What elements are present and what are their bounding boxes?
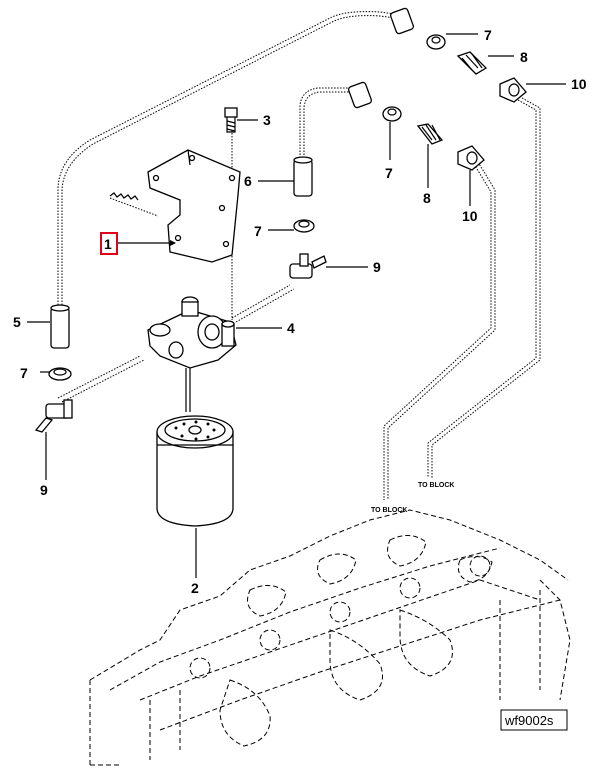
callout-8-upper[interactable]: 8 <box>423 190 431 206</box>
leader-lines <box>27 33 566 578</box>
figure-ref: wf9002s <box>504 713 554 728</box>
callout-9-right[interactable]: 9 <box>373 259 381 275</box>
to-block-label-left: TO BLOCK <box>371 507 407 514</box>
callouts: 1 2 3 4 5 6 7 7 7 7 8 8 9 9 10 10 <box>13 27 587 596</box>
mounting-bracket <box>109 149 241 263</box>
callout-7-middle[interactable]: 7 <box>254 223 262 239</box>
fuel-filter-canister <box>156 415 234 527</box>
hose-sleeves-top <box>347 7 415 109</box>
bolt <box>224 107 238 133</box>
callout-1[interactable]: 1 <box>104 236 112 252</box>
callout-10-top[interactable]: 10 <box>571 76 587 92</box>
callout-7-left[interactable]: 7 <box>20 365 28 381</box>
to-block-label-right: TO BLOCK <box>418 482 454 489</box>
callout-3[interactable]: 3 <box>263 112 271 128</box>
adapters <box>457 77 527 171</box>
figure-ref-box <box>500 709 568 731</box>
callout-6[interactable]: 6 <box>244 173 252 189</box>
callout-5[interactable]: 5 <box>13 314 21 330</box>
callout-7-upper[interactable]: 7 <box>385 165 393 181</box>
callout-4[interactable]: 4 <box>287 320 295 336</box>
callout-8-top[interactable]: 8 <box>520 49 528 65</box>
fittings <box>416 51 488 145</box>
fuel-lines <box>57 11 541 500</box>
filter-head <box>147 296 237 412</box>
callout-9-left[interactable]: 9 <box>40 482 48 498</box>
callout-10-upper[interactable]: 10 <box>462 208 478 224</box>
callout-2[interactable]: 2 <box>191 580 199 596</box>
hose-sleeve-left <box>50 304 70 349</box>
selected-callout-highlight <box>100 232 118 255</box>
shutoff-valves <box>34 253 327 433</box>
callout-7-top-right[interactable]: 7 <box>484 27 492 43</box>
engine-block <box>89 509 571 766</box>
hose-clamps <box>48 34 446 381</box>
hose-sleeve-upper <box>293 156 313 197</box>
